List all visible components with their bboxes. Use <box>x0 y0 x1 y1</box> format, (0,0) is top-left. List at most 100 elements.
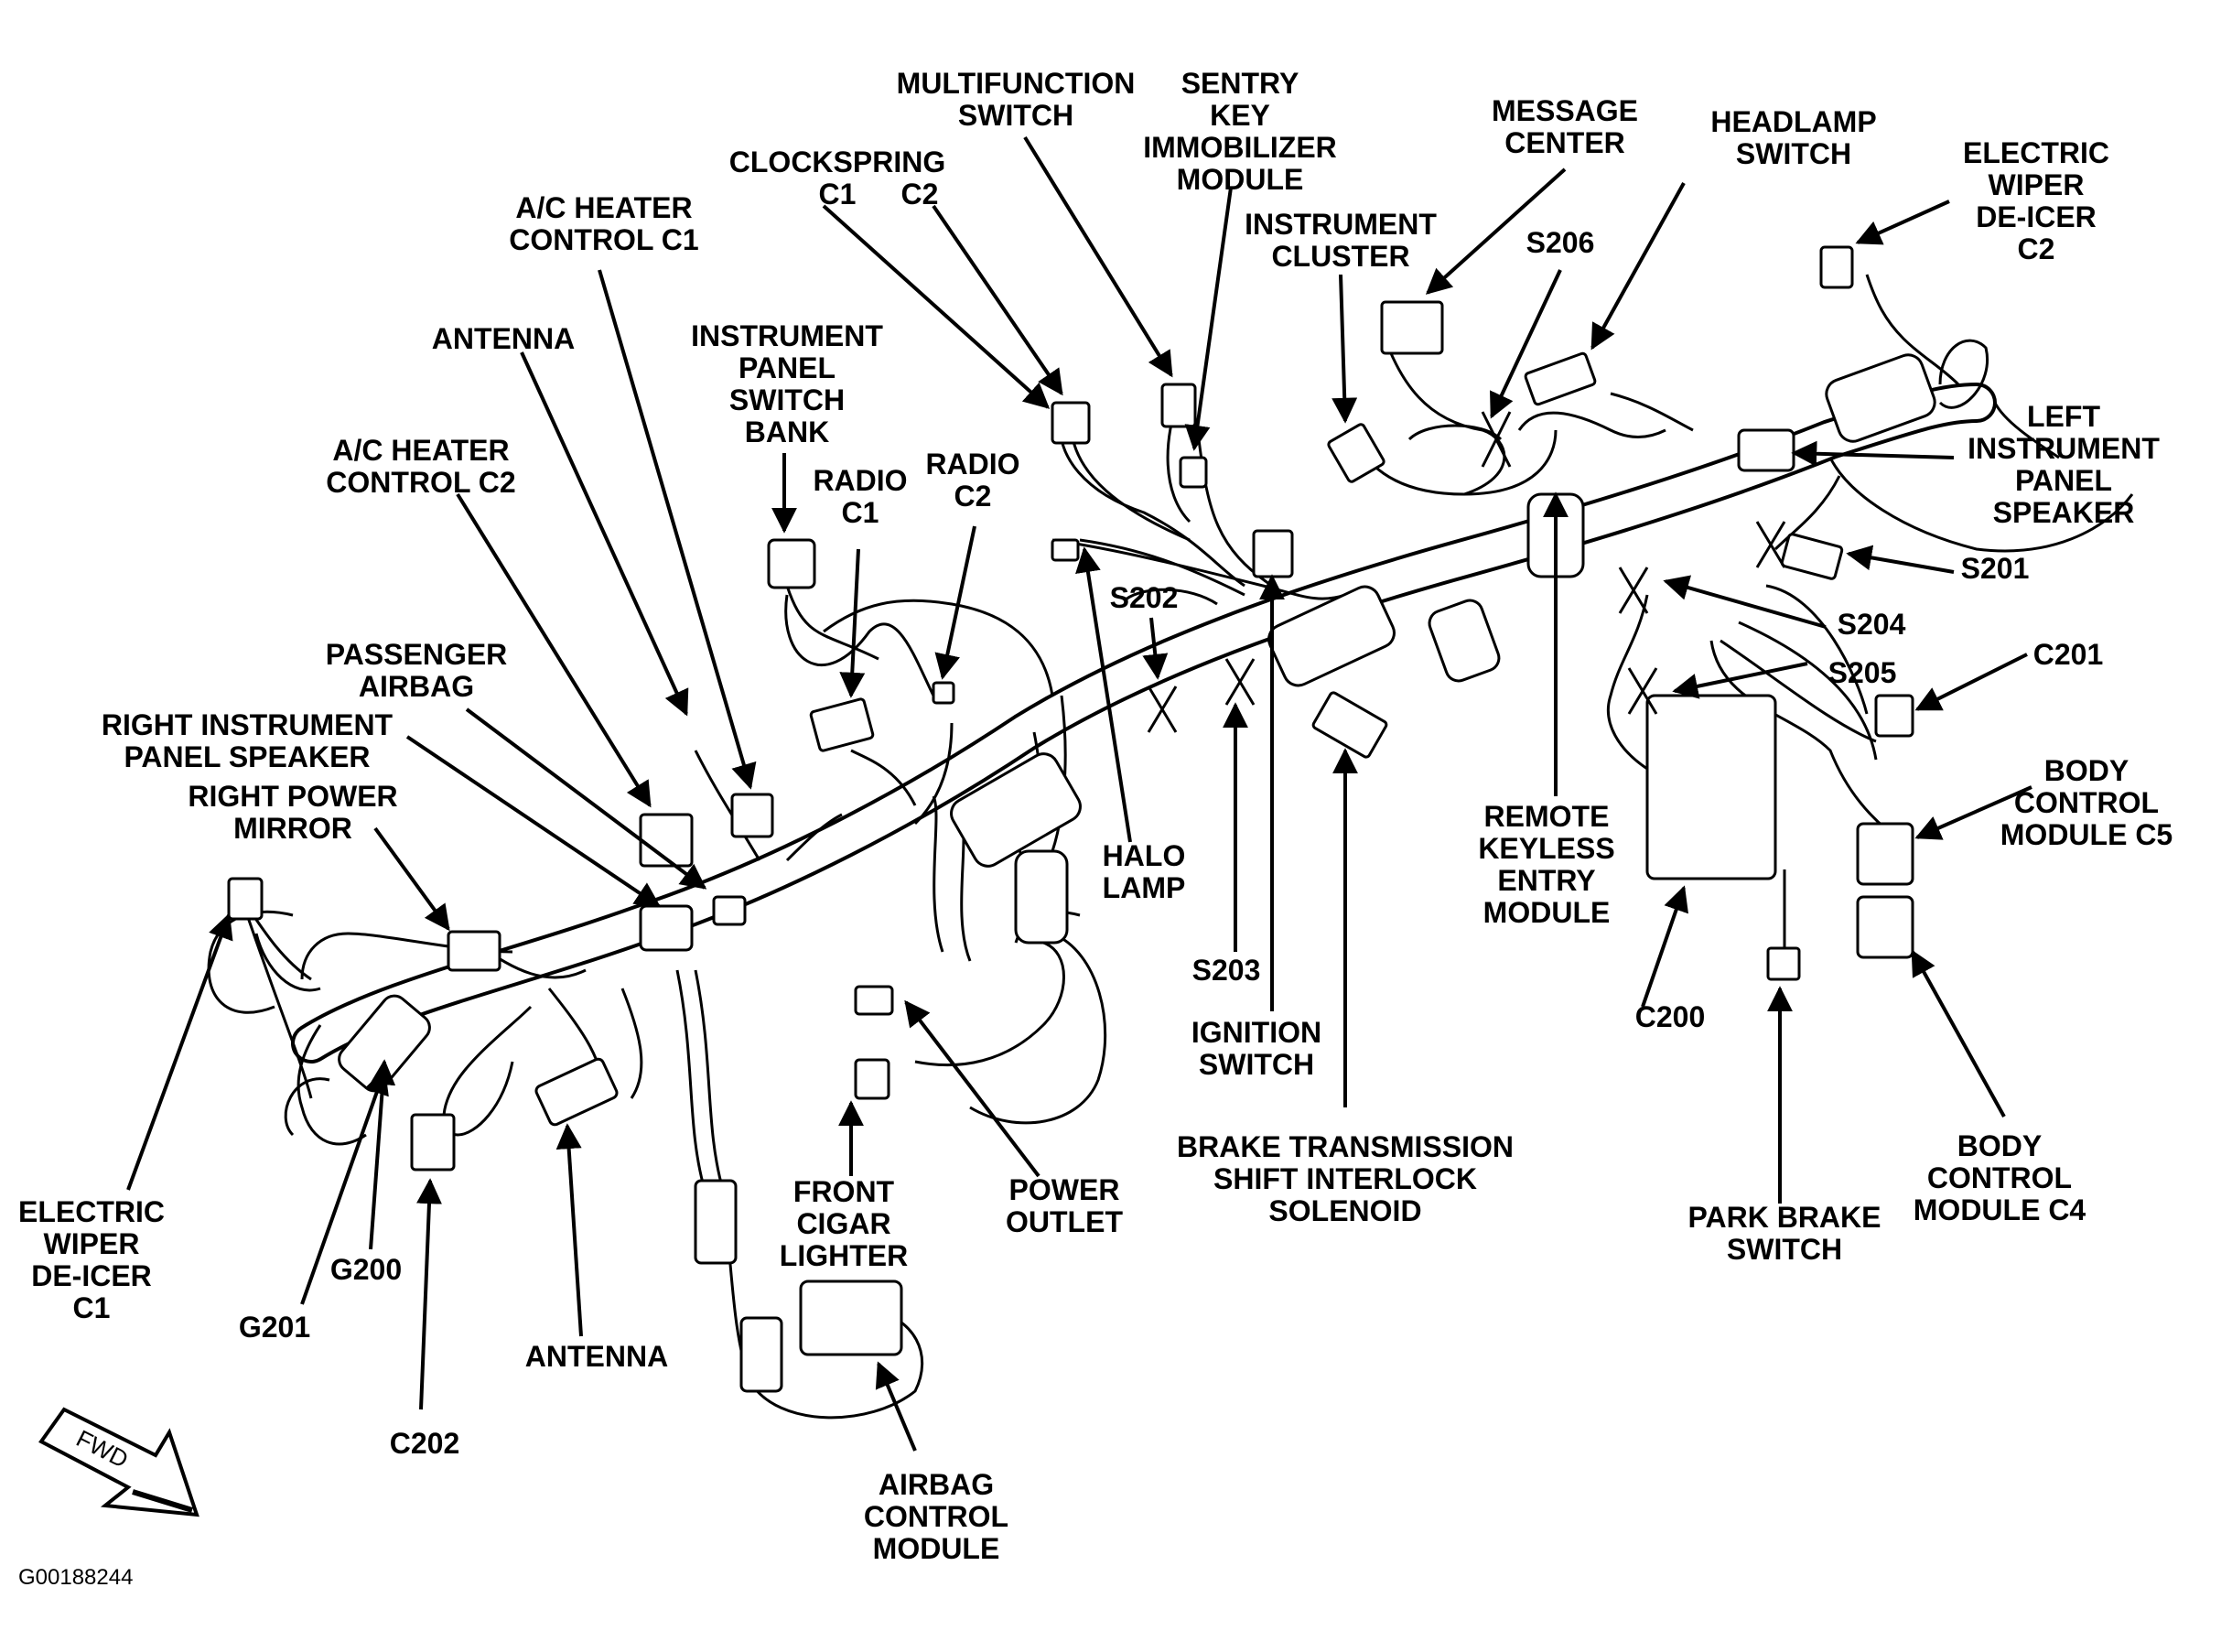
antenna-bottom-label: ANTENNA <box>525 1341 668 1373</box>
message-center-connector <box>1380 300 1444 355</box>
junction-block-c200 <box>1645 694 1777 880</box>
label-line: MULTIFUNCTION <box>896 67 1136 100</box>
label-line: INSTRUMENT <box>1968 432 2160 465</box>
label-line: PANEL <box>2014 464 2113 497</box>
antenna-bottom-connector <box>534 1057 619 1127</box>
right-power-mirror-connector <box>447 930 501 972</box>
label-line: SHIFT INTERLOCK <box>1213 1162 1477 1195</box>
label-line: KEY <box>1210 99 1270 132</box>
label-line: BODY <box>2043 754 2129 787</box>
instrument-cluster-connector <box>1327 423 1385 483</box>
label-line: SENTRY <box>1181 67 1299 100</box>
c201-label: C201 <box>2033 639 2104 671</box>
label-line: HALO <box>1102 839 1186 872</box>
harness-sleeve-center <box>1428 599 1501 683</box>
label-line: MODULE <box>1482 896 1611 929</box>
s206-mark <box>1481 411 1512 468</box>
label-line: RADIO <box>813 464 908 497</box>
bcm-c4-connector <box>1856 895 1914 959</box>
label-line: DE-ICER <box>31 1259 152 1292</box>
s202-mark <box>1147 686 1178 733</box>
label-line: PANEL SPEAKER <box>124 740 371 773</box>
label-line: A/C HEATER <box>332 434 510 467</box>
c200-label: C200 <box>1635 1001 1706 1033</box>
ip-switch-bank-connector <box>767 538 816 589</box>
label-line: C2 <box>2017 232 2055 265</box>
label-line: ELECTRIC <box>1963 136 2109 169</box>
park-brake-switch-connector <box>1766 946 1801 981</box>
airbag-control-module-connector <box>799 1279 903 1356</box>
label-line: SOLENOID <box>1268 1194 1422 1227</box>
label-line: S203 <box>1191 954 1261 987</box>
s204-mark <box>1618 567 1649 614</box>
label-line: C2 <box>954 480 992 513</box>
label-line: MESSAGE <box>1491 94 1639 127</box>
label-line: SWITCH <box>1726 1233 1843 1266</box>
label-line: ANTENNA <box>524 1340 669 1373</box>
label-line: CENTER <box>1504 126 1625 159</box>
label-line: FRONT <box>792 1175 895 1208</box>
label-line: BRAKE TRANSMISSION <box>1176 1130 1515 1163</box>
label-line: BANK <box>744 416 830 448</box>
label-line: SPEAKER <box>1992 496 2135 529</box>
label-line: C202 <box>389 1427 460 1460</box>
label-line: CLUSTER <box>1271 240 1410 273</box>
leader-lines <box>126 135 2032 1452</box>
c201-connector <box>1874 694 1914 738</box>
label-line: RIGHT INSTRUMENT <box>101 708 394 741</box>
clockspring-c2-label: C2 <box>901 178 939 211</box>
multifunction-switch-connector <box>1160 383 1197 428</box>
label-line: S204 <box>1837 608 1906 641</box>
label-line: PARK BRAKE <box>1687 1201 1881 1234</box>
label-line: REMOTE <box>1483 800 1610 833</box>
label-line: MODULE C5 <box>2000 818 2173 851</box>
headlamp-switch-connector <box>1524 351 1597 406</box>
figure-code: G00188244 <box>18 1565 134 1590</box>
label-line: INSTRUMENT <box>1245 208 1437 241</box>
left-ip-speaker-connector <box>1737 428 1795 472</box>
label-line: CONTROL C1 <box>509 223 699 256</box>
right-ip-speaker-connector <box>639 904 694 952</box>
c202-label: C202 <box>390 1428 460 1460</box>
s202-label: S202 <box>1110 582 1179 614</box>
electric-wiper-de-icer-c1-connector <box>227 877 264 921</box>
label-line: INSTRUMENT <box>691 319 883 352</box>
label-line: OUTLET <box>1006 1205 1123 1238</box>
ignition-switch-connector <box>1252 529 1294 578</box>
radio-c2-connector <box>932 681 955 705</box>
bcm-c5-connector <box>1856 822 1914 886</box>
harness-sleeve-left <box>338 994 431 1093</box>
label-line: LEFT <box>2027 400 2100 433</box>
harness-sleeve-ignition <box>1267 585 1396 687</box>
ac-heater-c1-connector <box>730 793 774 838</box>
label-line: CONTROL <box>863 1500 1009 1533</box>
label-line: S202 <box>1109 581 1179 614</box>
splice-marks <box>1147 411 1786 733</box>
airbag-inline-connector <box>694 1179 738 1265</box>
label-line: S201 <box>1960 552 2030 585</box>
fwd-arrow <box>38 1407 199 1517</box>
label-line: HEADLAMP <box>1710 105 1877 138</box>
clockspring-c2-connector <box>1051 401 1091 445</box>
label-line: CONTROL C2 <box>326 466 516 499</box>
label-line: CONTROL <box>1926 1161 2073 1194</box>
label-line: POWER <box>1008 1173 1120 1206</box>
s203-label: S203 <box>1192 955 1261 987</box>
label-line: LAMP <box>1102 871 1186 904</box>
